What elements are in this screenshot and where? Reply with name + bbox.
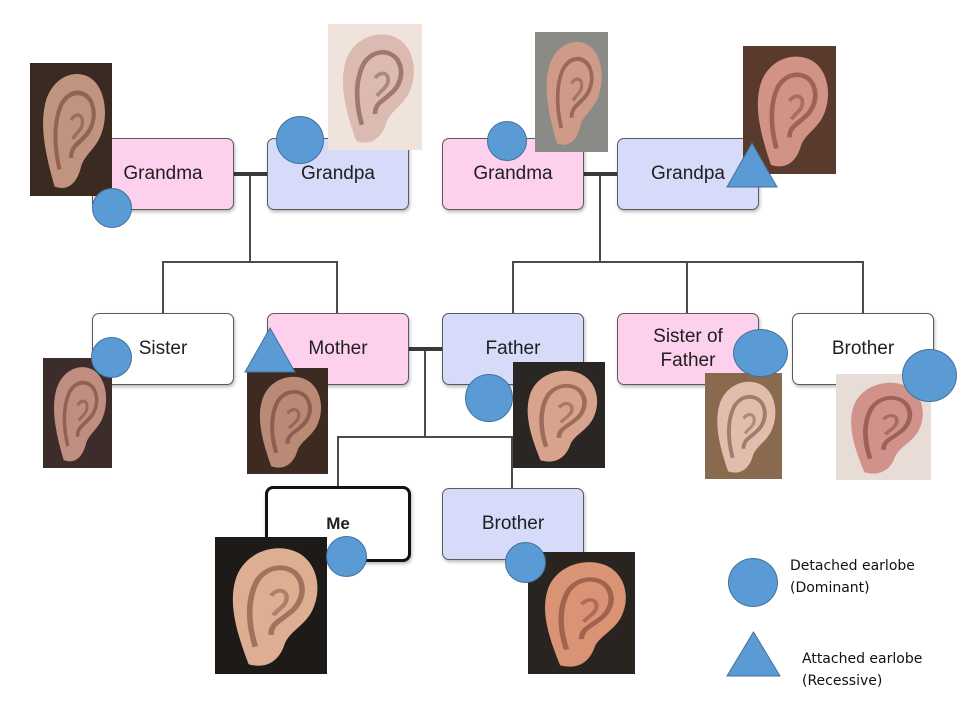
couple-line-parents — [408, 347, 442, 351]
attached-marker — [726, 141, 778, 188]
legend-attached-symbol — [726, 631, 781, 677]
descent-line-parents — [424, 351, 426, 437]
legend-detached-label: Detached earlobe (Dominant) — [790, 558, 915, 596]
person-label: Grandpa — [651, 163, 725, 184]
person-label: Grandpa — [301, 163, 375, 184]
ear-photo — [705, 373, 782, 479]
ear-photo — [30, 63, 112, 196]
person-label: Brother — [831, 338, 895, 359]
detached-marker — [487, 121, 527, 161]
descent-line-maternal — [249, 176, 251, 262]
detached-marker — [92, 188, 132, 228]
drop-line-father — [512, 261, 514, 314]
ear-photo — [513, 362, 605, 468]
ear-photo — [535, 32, 608, 152]
person-label: Sister — [138, 338, 188, 359]
drop-line-sister — [162, 261, 164, 314]
person-label: Grandma — [123, 163, 203, 184]
couple-line-paternal-grandparents — [583, 172, 618, 176]
legend-attached-label: Attached earlobe (Recessive) — [802, 651, 923, 689]
ear-photo — [215, 537, 327, 674]
person-label: Brother — [481, 513, 545, 534]
person-label: Mother — [308, 338, 368, 359]
drop-line-uncle — [862, 261, 864, 314]
ear-photo — [43, 358, 112, 468]
person-label: Father — [485, 338, 541, 359]
ear-photo — [743, 46, 836, 174]
ear-photo — [528, 552, 635, 674]
ear-photo — [328, 24, 422, 150]
detached-marker — [276, 116, 324, 164]
sibling-bar-paternal — [512, 261, 864, 263]
person-label: Grandma — [473, 163, 553, 184]
attached-marker — [244, 326, 296, 373]
detached-marker — [505, 542, 546, 583]
detached-marker — [326, 536, 367, 577]
person-grandpa-maternal: Grandpa — [267, 138, 409, 210]
legend-detached-symbol — [728, 558, 778, 607]
detached-marker — [465, 374, 513, 422]
detached-marker — [902, 349, 957, 402]
drop-line-brother — [511, 436, 513, 489]
drop-line-sister-of-father — [686, 261, 688, 314]
ear-photo — [247, 368, 328, 474]
sibling-bar-maternal — [162, 261, 338, 263]
detached-marker — [733, 329, 788, 377]
drop-line-me — [337, 436, 339, 489]
detached-marker — [91, 337, 132, 378]
sibling-bar-children — [337, 436, 513, 438]
person-label: Sister of Father — [653, 326, 723, 371]
couple-line-maternal-grandparents — [233, 172, 267, 176]
descent-line-paternal — [599, 176, 601, 262]
drop-line-mother — [336, 261, 338, 314]
person-label: Me — [326, 514, 350, 533]
